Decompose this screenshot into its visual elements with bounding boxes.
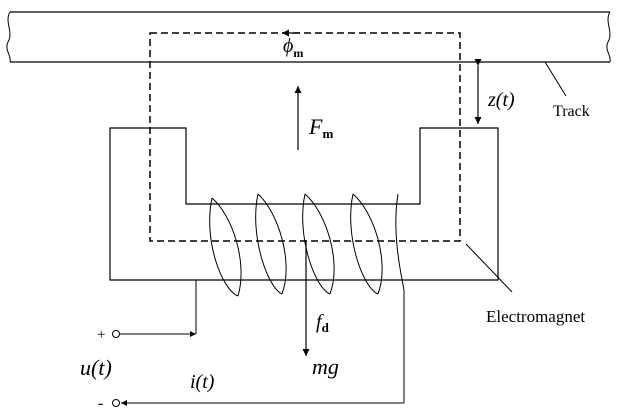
track-label: Track bbox=[553, 103, 590, 120]
coil-winding bbox=[209, 193, 405, 297]
flux-label: ϕm bbox=[283, 35, 303, 60]
track-rail bbox=[6, 11, 611, 63]
plus-sign: + bbox=[97, 327, 105, 343]
gap-label: z(t) bbox=[487, 89, 515, 111]
voltage-label: u(t) bbox=[80, 355, 112, 380]
electromagnet-leader bbox=[465, 243, 513, 293]
flux-loop bbox=[149, 32, 461, 242]
lead-wires bbox=[120, 280, 405, 406]
terminal-minus bbox=[112, 399, 120, 407]
terminal-plus bbox=[112, 330, 120, 338]
current-label: i(t) bbox=[190, 371, 215, 393]
electromagnet-label: Electromagnet bbox=[486, 307, 585, 326]
disturbance-label: fd bbox=[316, 311, 330, 335]
electromagnet-core bbox=[109, 127, 499, 281]
minus-sign: - bbox=[98, 395, 103, 411]
gravity-label: mg bbox=[312, 354, 339, 379]
force-label: Fm bbox=[308, 114, 333, 141]
track-leader bbox=[544, 61, 567, 97]
